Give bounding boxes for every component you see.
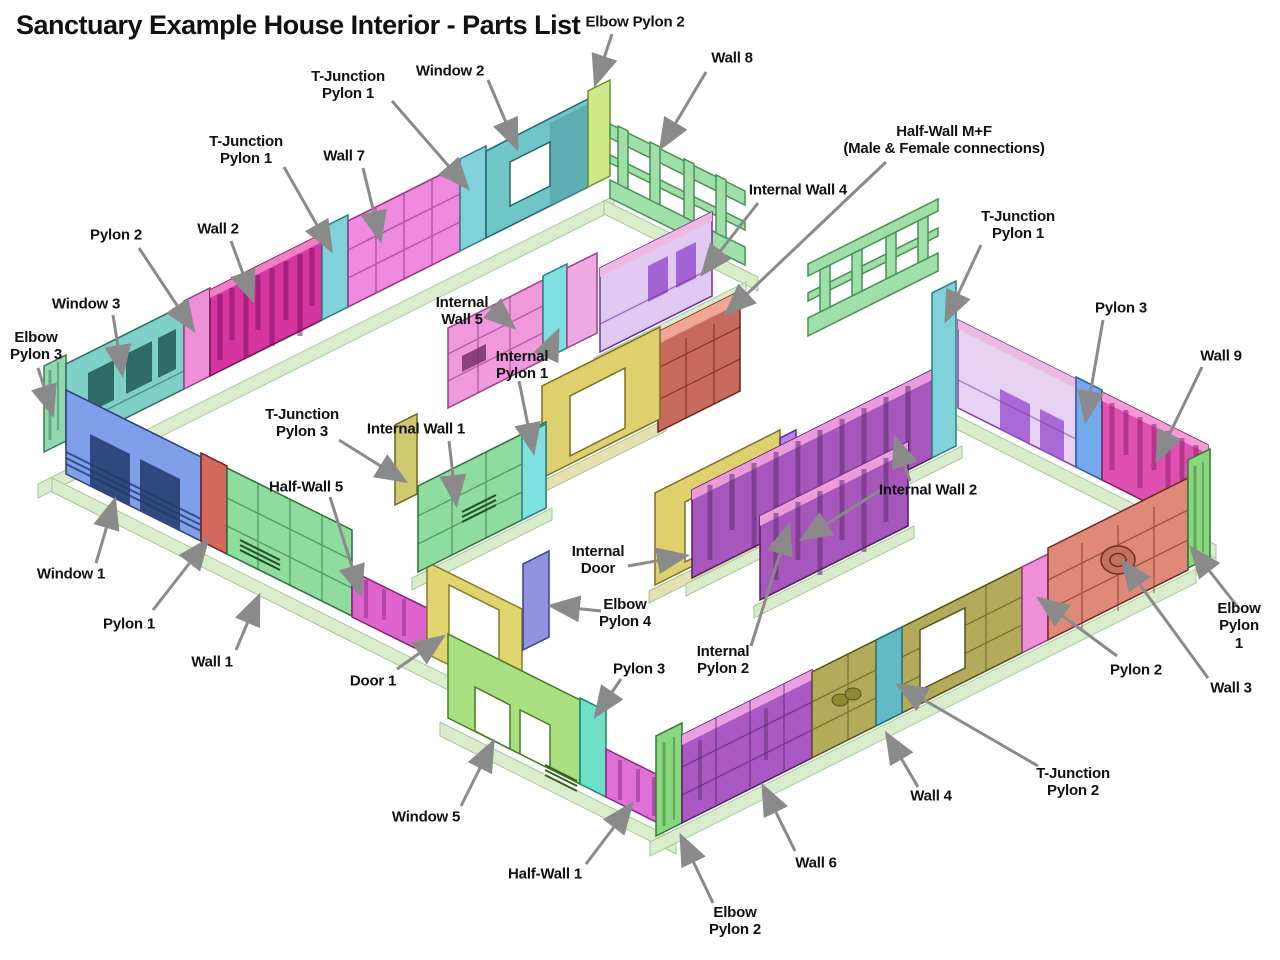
part-t-junction-pylon-3 xyxy=(394,412,418,507)
part-elbow-pylon-3 xyxy=(43,353,67,454)
part-internal-pylon-1-lower xyxy=(521,422,547,522)
part-elbow-pylon-2-bottom xyxy=(655,721,683,838)
part-t-junction-pylon-1-a xyxy=(459,144,487,253)
part-wall-1 xyxy=(226,466,353,618)
part-green-frame-wall xyxy=(807,197,939,338)
callout-arrows xyxy=(30,33,1239,904)
part-elbow-pylon-2-top xyxy=(587,78,611,189)
part-t-junction-pylon-2 xyxy=(875,625,903,728)
part-window-2 xyxy=(485,97,589,240)
part-internal-wall-5 xyxy=(447,278,544,410)
part-pylon-1 xyxy=(200,451,228,556)
part-t-junction-pylon-1-c xyxy=(931,279,957,460)
part-window-1 xyxy=(65,388,202,543)
page-title: Sanctuary Example House Interior - Parts… xyxy=(16,10,581,40)
part-t-junction-pylon-1-b xyxy=(321,213,349,322)
part-half-wall-mf xyxy=(657,289,741,434)
part-wall-6 xyxy=(681,668,813,825)
part-window-5 xyxy=(447,632,581,792)
part-internal-wall-2-a xyxy=(691,368,933,580)
part-internal-wall-5b xyxy=(566,251,598,350)
part-pylon-3-bottom xyxy=(579,696,607,799)
part-elbow-pylon-4 xyxy=(522,549,550,652)
part-window-4 xyxy=(957,318,1077,469)
part-wall-3 xyxy=(1047,476,1189,642)
part-internal-wall-4 xyxy=(599,210,713,354)
part-elbow-pylon-1 xyxy=(1187,447,1211,570)
part-internal-pylon-1 xyxy=(542,262,568,362)
part-wall-4 xyxy=(811,565,1023,760)
part-pylon-2-left xyxy=(183,286,211,391)
part-internal-door-a xyxy=(541,325,661,480)
